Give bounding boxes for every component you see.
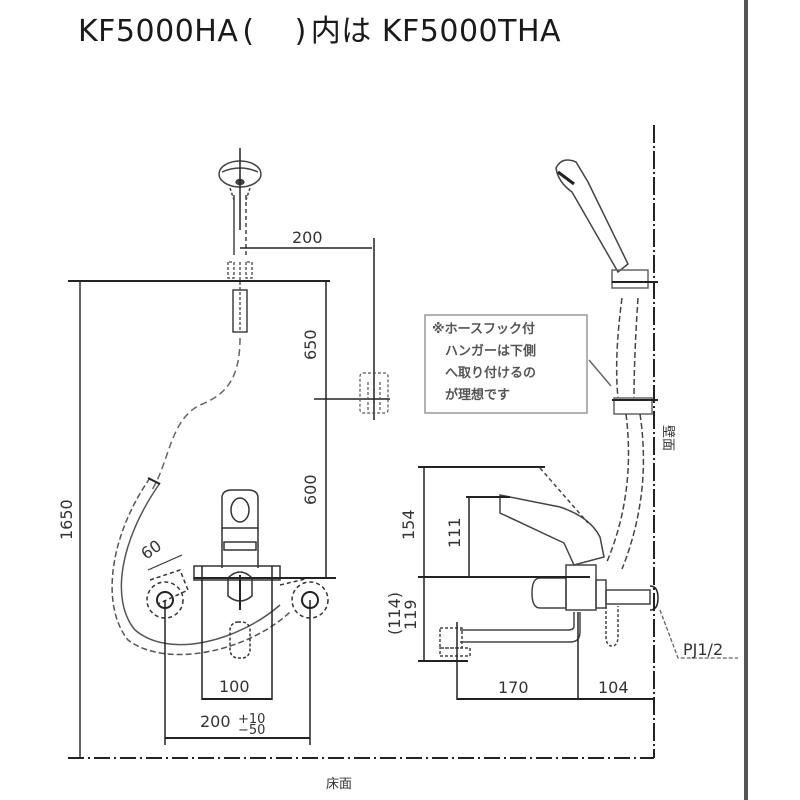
model-alt: KF5000THA xyxy=(381,14,562,49)
dim-spout-reach: 170 xyxy=(498,678,529,697)
paren-open: ( xyxy=(242,14,255,49)
floor-label: 床面 xyxy=(326,777,352,792)
dim-upper-height: 650 xyxy=(301,329,320,360)
hand-shower-icon xyxy=(555,159,658,570)
installation-note: ※ホースフック付 ハンガーは下側 へ取り付けるの が理想です xyxy=(424,314,612,414)
model-main: KF5000HA xyxy=(78,14,239,49)
dim-total-height: 1650 xyxy=(57,499,76,540)
dim-wall-offset: 104 xyxy=(598,678,629,697)
pipe-thread-label: PJ1/2 xyxy=(683,640,723,659)
note-line-2: ハンガーは下側 xyxy=(445,343,536,359)
faucet-side-icon xyxy=(439,467,659,657)
hose-path xyxy=(151,337,241,491)
paren-close: ) xyxy=(294,14,307,49)
dim-lower-height: 600 xyxy=(301,474,320,505)
front-view: 200 1650 650 600 xyxy=(57,148,390,758)
dim-mount-tol-minus: −50 xyxy=(238,723,265,738)
dim-body-height: 111 xyxy=(445,517,464,548)
faucet-front-icon xyxy=(146,489,329,659)
title-connector: 内は xyxy=(310,14,372,49)
dim-mount-tol-plus: +10 xyxy=(238,712,265,727)
note-line-4: が理想です xyxy=(445,387,510,403)
dim-lever-height: 154 xyxy=(399,509,418,540)
shower-head-icon xyxy=(218,148,262,255)
dim-shower-offset: 200 xyxy=(292,228,323,247)
note-line-3: へ取り付けるの xyxy=(445,365,536,381)
drawing-title: KF5000HA()内は KF5000THA xyxy=(78,6,561,50)
dim-mount-pitch: 200 xyxy=(200,712,231,731)
note-line-1: ※ホースフック付 xyxy=(432,321,535,337)
lower-hanger-icon xyxy=(359,372,389,414)
dim-spout-width: 100 xyxy=(219,677,250,696)
dim-spout-drop-alt: (114) xyxy=(385,592,404,635)
hose-loop xyxy=(111,477,291,656)
side-view: 壁面 ※ホースフック付 ハンガーは下側 へ取り付けるの が理想です xyxy=(385,125,738,758)
dim-handle-angle: 60 xyxy=(137,536,165,563)
wall-label: 壁面 xyxy=(660,425,675,451)
upper-hanger-icon xyxy=(227,261,253,333)
dim-spout-drop: 119 xyxy=(401,599,420,630)
